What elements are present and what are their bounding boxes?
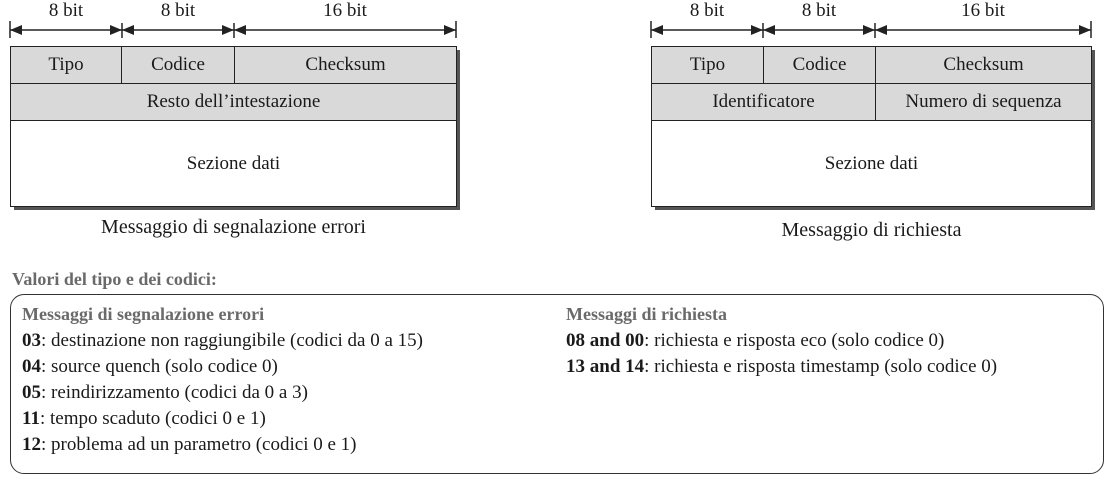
field-data-section: Sezione dati: [10, 120, 457, 207]
field-type: Tipo: [10, 46, 122, 84]
diagram-caption: Messaggio di richiesta: [781, 219, 962, 241]
type-description: : reindirizzamento (codici da 0 a 3): [41, 382, 308, 403]
box-shadow: [1091, 50, 1095, 210]
type-code: 13 and 14: [566, 356, 645, 377]
field-identifier: Identificatore: [651, 83, 876, 121]
width-label-type: 8 bit: [689, 0, 725, 21]
bit-width-arrows: [9, 21, 457, 38]
type-description: : destinazione non raggiungibile (codici…: [41, 330, 423, 351]
list-item: 03: destinazione non raggiungibile (codi…: [22, 330, 423, 352]
type-code: 04: [22, 356, 41, 377]
list-item: 04: source quench (solo codice 0): [22, 356, 278, 378]
field-code: Codice: [121, 46, 235, 84]
field-sequence-number: Numero di sequenza: [875, 83, 1092, 121]
type-code: 11: [22, 408, 40, 429]
field-checksum: Checksum: [875, 46, 1092, 84]
bit-width-arrows: [650, 21, 1092, 38]
box-shadow: [14, 206, 460, 210]
type-code: 05: [22, 382, 41, 403]
type-description: : richiesta e risposta timestamp (solo c…: [644, 356, 998, 377]
list-item: 11: tempo scaduto (codici 0 e 1): [22, 408, 266, 430]
type-description: : tempo scaduto (codici 0 e 1): [39, 408, 266, 429]
width-label-code: 8 bit: [160, 0, 196, 21]
width-label-type: 8 bit: [48, 0, 84, 21]
type-description: : richiesta e risposta eco (solo codice …: [644, 330, 945, 351]
errors-heading: Messaggi di segnalazione errori: [22, 304, 265, 324]
requests-heading: Messaggi di richiesta: [566, 304, 727, 324]
diagram-caption: Messaggio di segnalazione errori: [101, 216, 366, 238]
width-label-checksum: 16 bit: [323, 0, 367, 21]
list-item: 13 and 14: richiesta e risposta timestam…: [566, 356, 997, 378]
field-rest-of-header: Resto dell’intestazione: [10, 83, 457, 121]
list-item: 08 and 00: richiesta e risposta eco (sol…: [566, 330, 944, 352]
type-description: : source quench (solo codice 0): [41, 356, 278, 377]
values-legend-box: [10, 294, 1104, 474]
box-shadow: [456, 50, 460, 210]
type-description: : problema ad un parametro (codici 0 e 1…: [41, 434, 357, 455]
type-code: 03: [22, 330, 41, 351]
width-label-checksum: 16 bit: [961, 0, 1005, 21]
list-item: 12: problema ad un parametro (codici 0 e…: [22, 434, 357, 456]
values-title: Valori del tipo e dei codici:: [12, 269, 217, 289]
list-item: 05: reindirizzamento (codici da 0 a 3): [22, 382, 308, 404]
type-code: 12: [22, 434, 41, 455]
width-label-code: 8 bit: [801, 0, 837, 21]
field-type: Tipo: [651, 46, 764, 84]
field-data-section: Sezione dati: [651, 120, 1092, 207]
box-shadow: [655, 206, 1095, 210]
field-code: Codice: [763, 46, 876, 84]
type-code: 08 and 00: [566, 330, 645, 351]
field-checksum: Checksum: [234, 46, 457, 84]
